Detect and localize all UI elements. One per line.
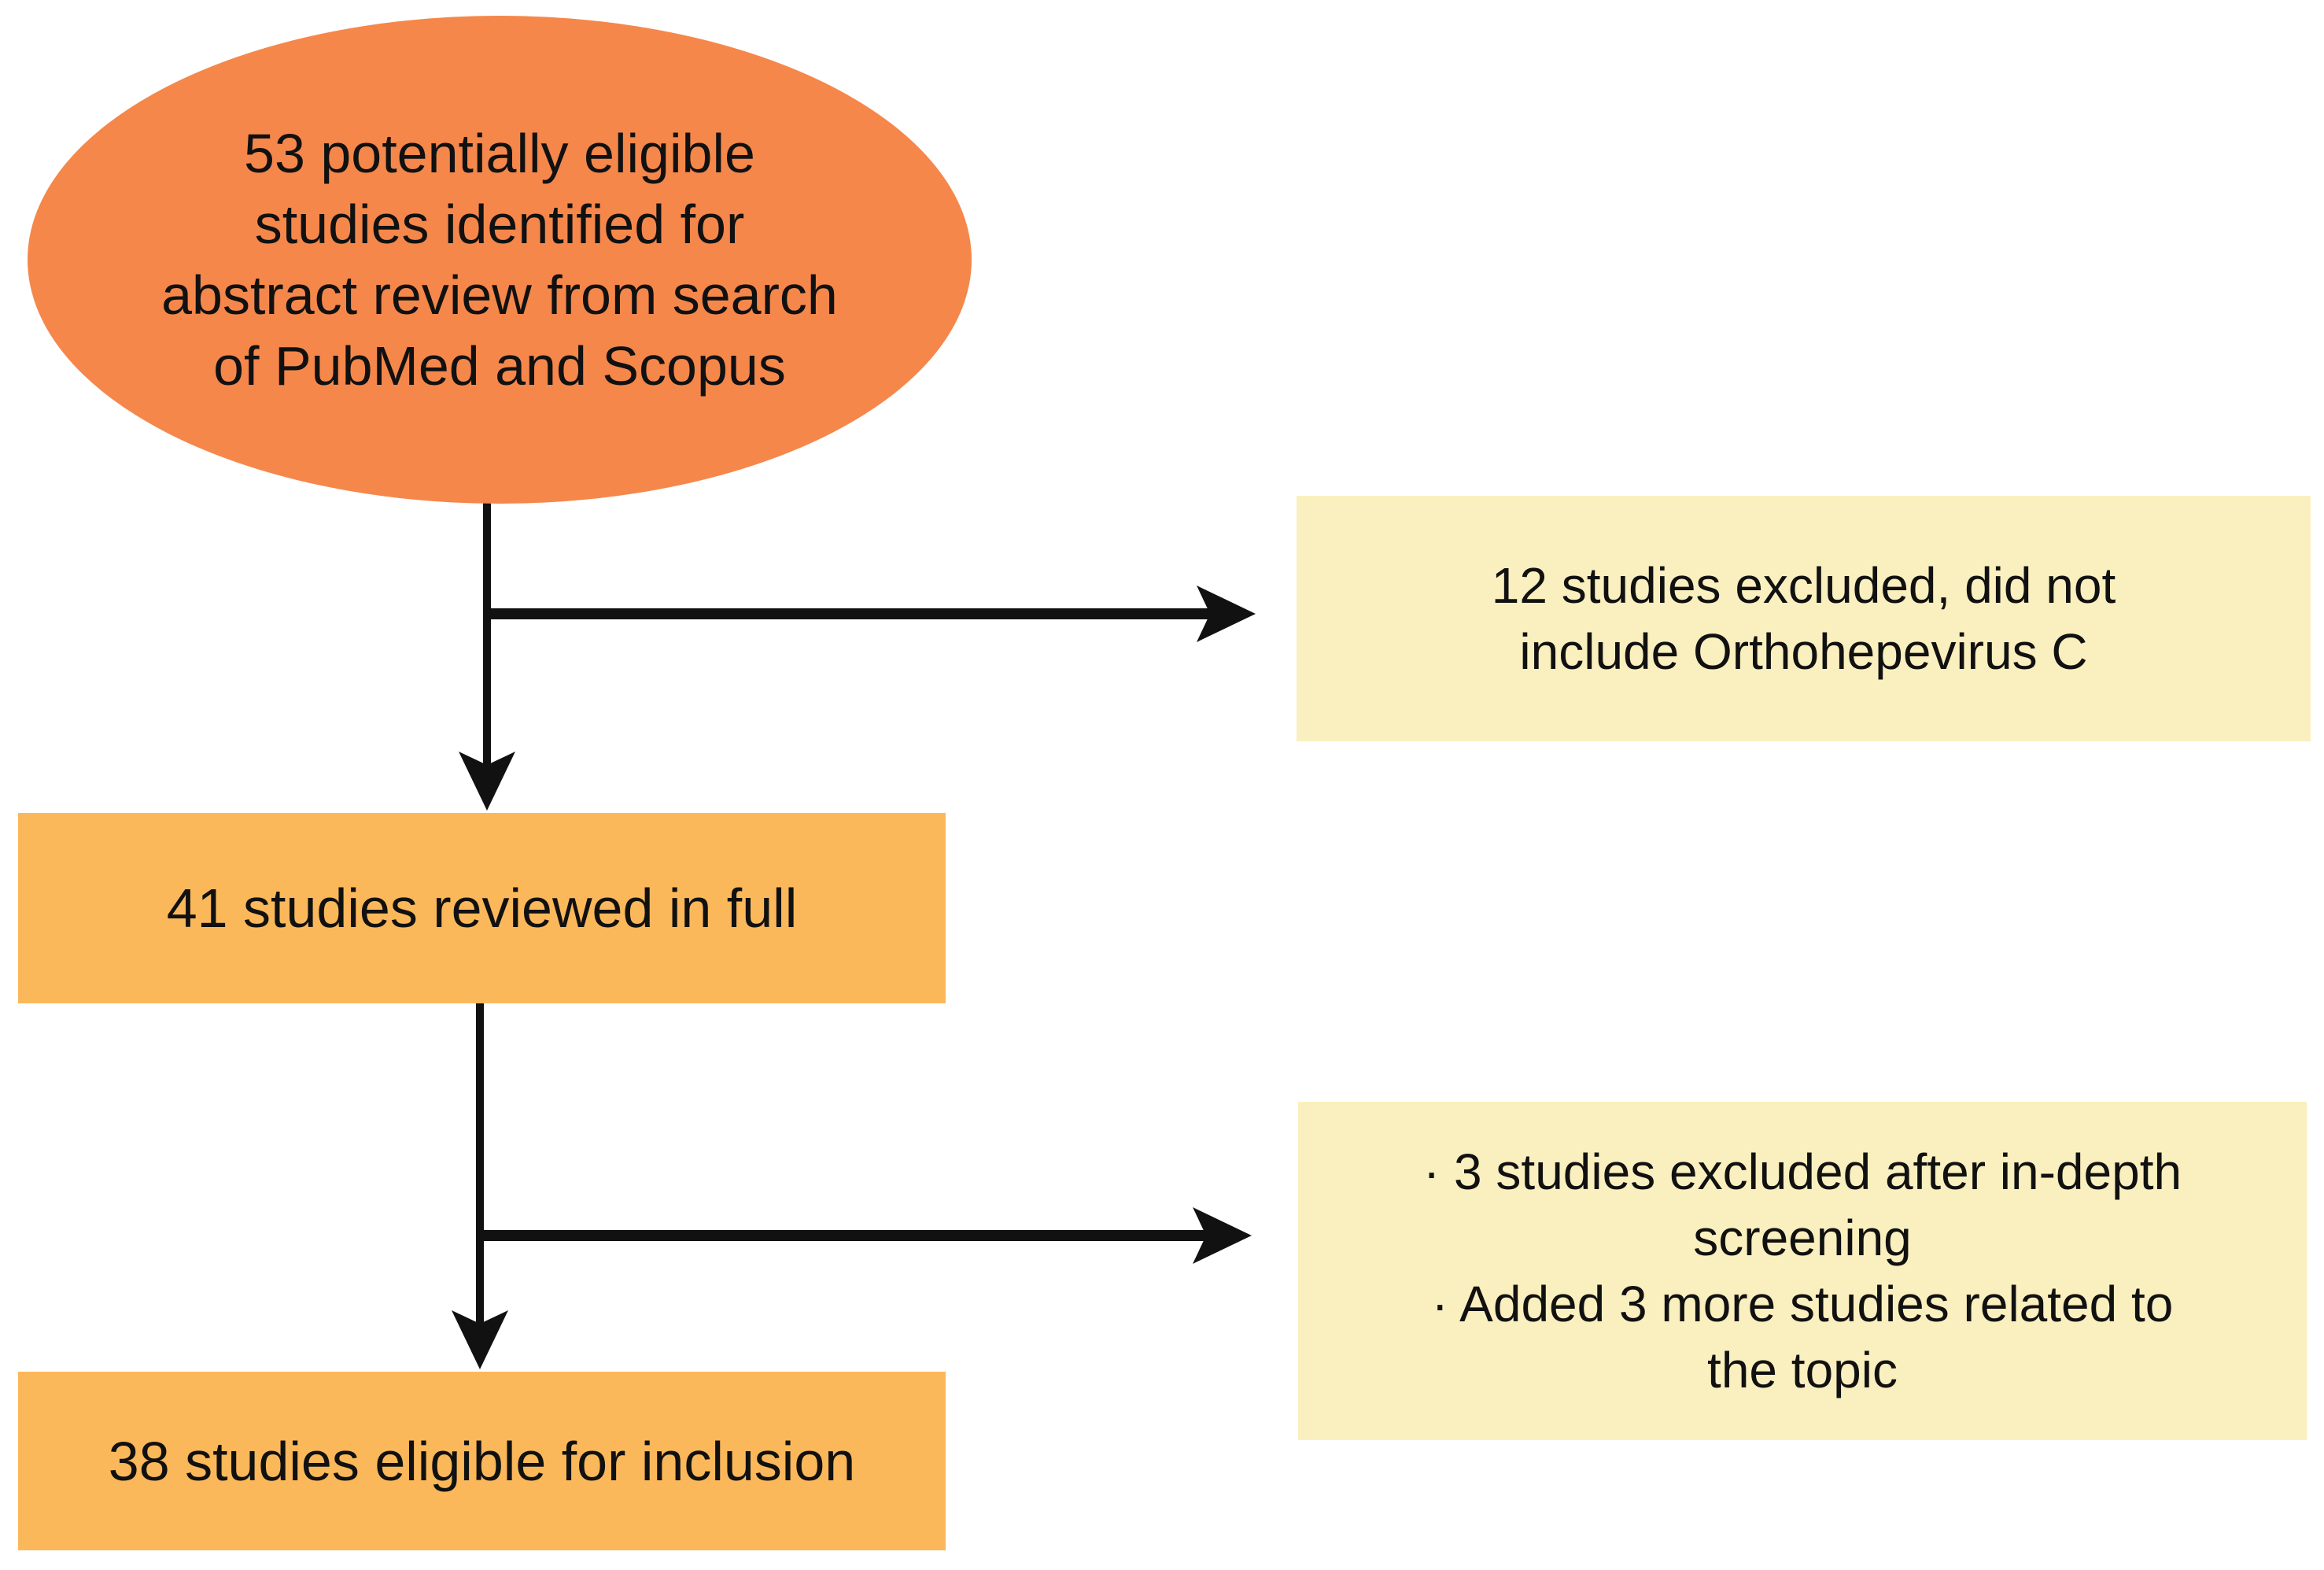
excluded-fulltext-text-line: screening [1693, 1210, 1912, 1266]
node-identified-ellipse: 53 potentially eligible studies identifi… [28, 16, 972, 504]
arrowhead-down-reviewed [459, 752, 515, 811]
excluded-fulltext-text-line: the topic [1707, 1342, 1898, 1398]
reviewed-label: 41 studies reviewed in full [166, 877, 798, 939]
included-label: 38 studies eligible for inclusion [108, 1430, 856, 1492]
node-included-box: 38 studies eligible for inclusion [18, 1372, 946, 1550]
node-reviewed-box: 41 studies reviewed in full [18, 813, 946, 1003]
identified-text-line: studies identified for [254, 194, 745, 255]
arrowhead-right-excluded-fulltext [1193, 1207, 1252, 1264]
excluded-abstract-text-line: 12 studies excluded, did not [1491, 557, 2116, 614]
arrowhead-down-included [452, 1310, 508, 1369]
arrowhead-right-excluded-abstract [1197, 586, 1256, 642]
identified-text-line: 53 potentially eligible [244, 123, 755, 184]
excluded-abstract-text-line: include Orthohepevirus C [1519, 623, 2088, 680]
excluded-fulltext-text-line: · Added 3 more studies related to [1431, 1276, 2174, 1332]
excluded-fulltext-text-line: · 3 studies excluded after in-depth [1422, 1143, 2182, 1200]
identified-text-line: abstract review from search [161, 264, 838, 326]
node-excluded-fulltext: · 3 studies excluded after in-depth scre… [1298, 1102, 2307, 1440]
identified-text-line: of PubMed and Scopus [213, 335, 786, 397]
node-excluded-abstract: 12 studies excluded, did not include Ort… [1297, 496, 2311, 741]
